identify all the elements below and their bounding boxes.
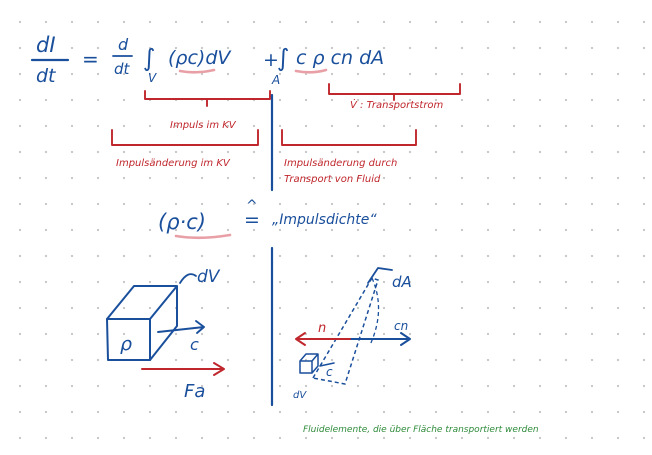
change-kv-label: Impulsänderung im KV	[116, 158, 231, 169]
normal-vector-arrow	[295, 332, 351, 346]
fluid-element-dv-label: dV	[293, 390, 307, 401]
dA-leader	[367, 267, 393, 284]
change-transport-line-1: Impulsänderung durch	[284, 158, 397, 169]
integral-1-domain: V	[148, 71, 157, 85]
dv-leader	[179, 273, 197, 284]
force-label: Fa	[184, 381, 205, 402]
plus-sign: +	[263, 49, 279, 71]
c-rho-underline	[294, 68, 328, 74]
impuls-kv-label: Impuls im KV	[170, 120, 237, 131]
cube-back-edges	[106, 285, 178, 361]
surface-sketch: dA cn n c dV	[293, 267, 412, 401]
lhs-denominator: dt	[36, 65, 57, 87]
cube-velocity-arrow	[157, 320, 205, 334]
cube-dv-label: dV	[197, 267, 221, 287]
fluid-element-cube	[299, 353, 319, 374]
brace-impuls-kv	[144, 90, 271, 107]
d-numerator: d	[118, 35, 129, 54]
integral-2-body: c ρ cn dA	[296, 47, 384, 69]
lhs-numerator: dI	[36, 33, 56, 57]
equals-sign: =	[82, 47, 99, 71]
cn-label: cn	[394, 319, 408, 333]
rho-c-underline	[178, 68, 216, 74]
integral-1: ∫	[143, 44, 156, 72]
cube-c-label: c	[190, 335, 199, 354]
fluid-element-c-label: c	[326, 365, 333, 379]
integral-2-domain: A	[271, 73, 280, 87]
impulse-density: (ρ·c) = ^ „Impulsdichte“	[158, 198, 377, 240]
footer-note: Fluidelemente, die über Fläche transport…	[303, 425, 539, 435]
cube-sketch: dV ρ c Fa	[106, 267, 225, 402]
cube-rho-label: ρ	[120, 333, 132, 355]
density-equals: =	[244, 209, 260, 231]
integral-1-body: (ρc)dV	[168, 47, 232, 69]
normal-velocity-arrow	[345, 332, 411, 346]
fluid-element-arrow	[319, 362, 335, 367]
integral-2: ∫	[277, 44, 290, 72]
change-transport-line-2: Transport von Fluid	[284, 174, 381, 185]
surface-curve	[369, 277, 380, 346]
brace-transport	[328, 83, 461, 101]
brace-change-kv	[111, 129, 259, 146]
brace-change-transport	[281, 129, 417, 146]
density-underline	[174, 233, 232, 240]
dA-label: dA	[392, 273, 412, 291]
n-label: n	[318, 321, 326, 336]
density-label: „Impulsdichte“	[272, 212, 377, 228]
surface-element	[311, 277, 379, 385]
transport-label: V̇ : Transportstrom	[350, 98, 444, 111]
density-hat: ^	[246, 198, 258, 214]
force-arrow	[141, 362, 225, 376]
density-expression: (ρ·c)	[158, 210, 206, 234]
equation: dI dt = d dt ∫ V (ρc)dV + ∫ A c ρ cn dA	[30, 33, 384, 87]
d-denominator: dt	[114, 60, 131, 78]
